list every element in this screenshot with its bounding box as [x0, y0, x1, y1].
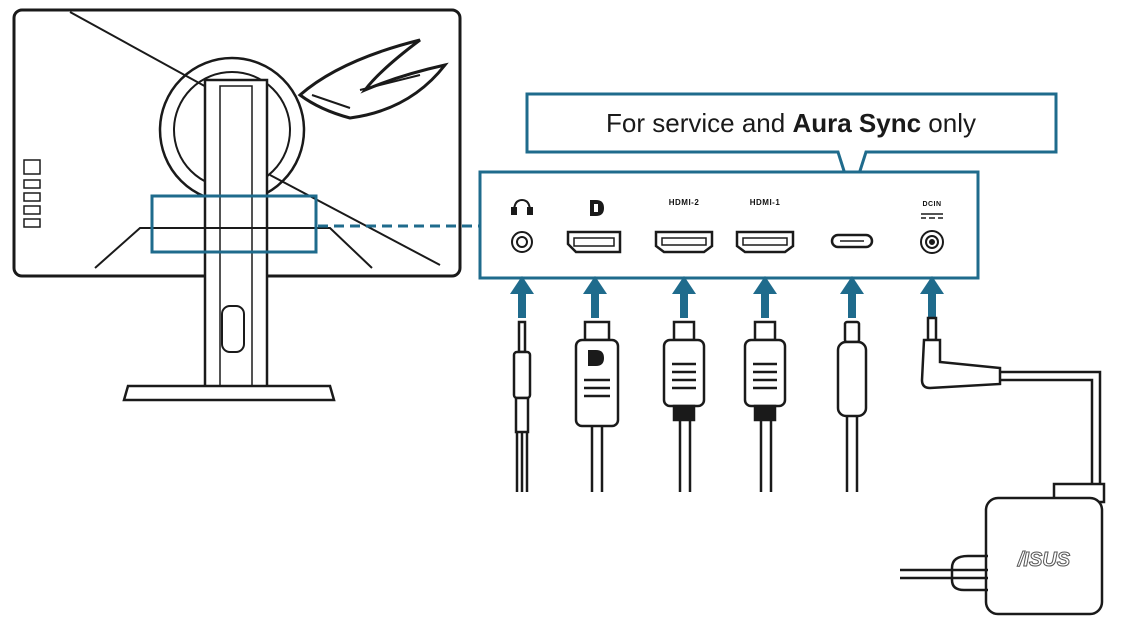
monitor-back	[12, 8, 462, 402]
port-area-highlight	[150, 194, 318, 254]
port-label-hdmi-1: HDMI-1	[749, 198, 781, 207]
port-panel	[478, 170, 980, 280]
dc-in-plug	[920, 316, 1102, 490]
hdmi-1-plug	[743, 320, 787, 492]
usb-c-plug	[836, 320, 868, 492]
hdmi-2-plug	[662, 320, 706, 492]
callout-text: For service and Aura Sync only	[527, 96, 1055, 150]
monitor-side-buttons	[23, 159, 41, 228]
arrow-hdmi-2	[672, 276, 696, 318]
port-label-hdmi-2: HDMI-2	[668, 198, 700, 207]
callout-prefix: For service and	[606, 107, 793, 138]
dc-in-port	[920, 230, 944, 254]
adapter-brand-logo: /ISUS	[1017, 549, 1071, 571]
rog-logo	[297, 38, 449, 120]
arrow-usb-c	[840, 276, 864, 318]
headphone-icon	[511, 198, 533, 215]
arrow-dc-in	[920, 276, 944, 318]
displayport-icon	[590, 200, 604, 216]
usb-c-port	[830, 233, 874, 249]
dc-in-icon	[921, 213, 943, 219]
port-label-dc-in: DCIN	[922, 201, 942, 208]
arrow-displayport	[583, 276, 607, 318]
callout-bold: Aura Sync	[792, 107, 922, 138]
displayport-port	[566, 230, 622, 254]
arrow-hdmi-1	[753, 276, 777, 318]
callout-suffix: only	[921, 107, 976, 138]
headphone-port	[511, 231, 533, 253]
hdmi-2-port	[654, 230, 714, 254]
hdmi-1-port	[735, 230, 795, 254]
power-adapter	[900, 482, 1106, 616]
headphone-plug	[512, 320, 532, 492]
arrows	[510, 276, 944, 318]
displayport-plug	[574, 320, 620, 492]
arrow-headphone	[510, 276, 534, 318]
